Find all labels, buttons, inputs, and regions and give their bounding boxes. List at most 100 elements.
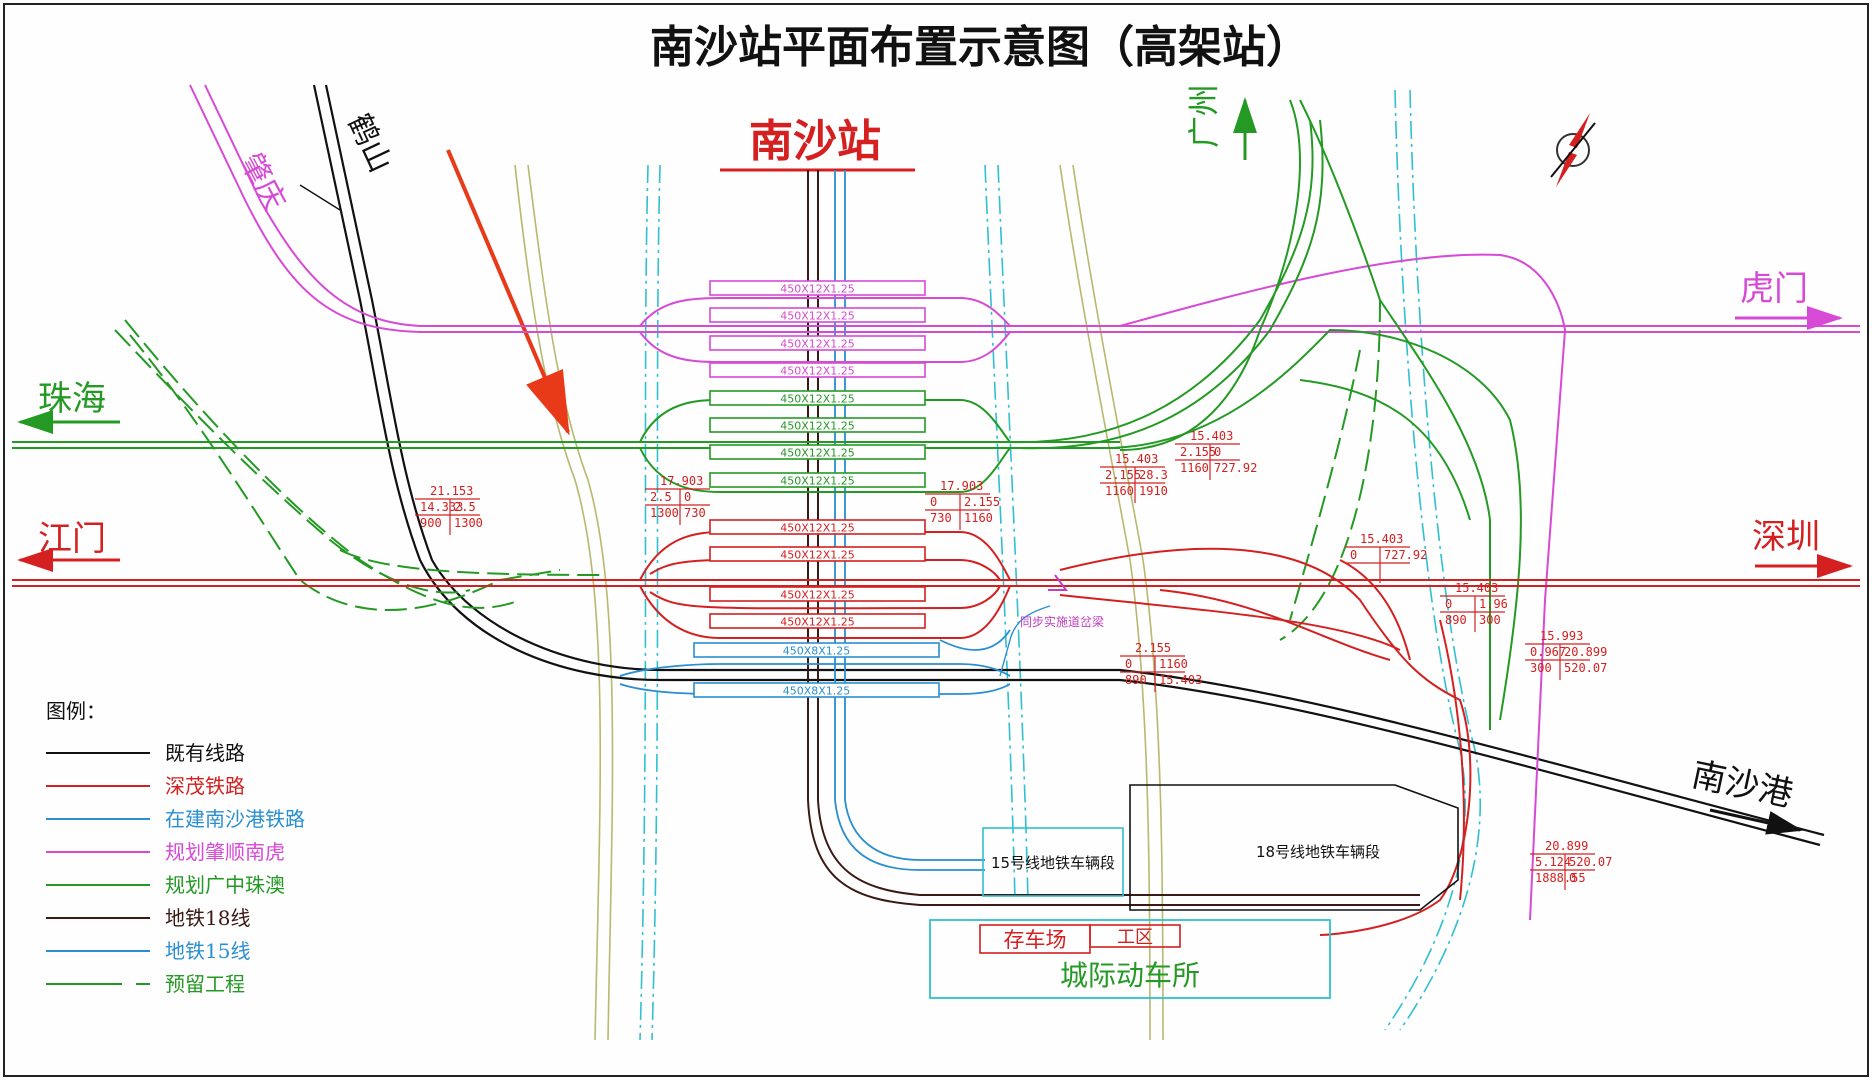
legend-item: 预留工程	[46, 972, 245, 996]
diagram-title: 南沙站平面布置示意图（高架站）	[650, 22, 1310, 73]
platform	[709, 390, 926, 406]
dimension-value: 5.124	[1535, 855, 1571, 869]
dimension-value: 730	[930, 511, 952, 525]
legend-label: 地铁18线	[165, 906, 250, 930]
green-lines	[12, 99, 1522, 730]
platform	[693, 682, 940, 698]
dimension-value: 2.155	[1135, 641, 1171, 655]
line15-depot-label: 15号线地铁车辆段	[991, 854, 1115, 872]
label-nanshagang: 南沙港	[1688, 755, 1796, 815]
label-jiangmen: 江门	[38, 519, 106, 559]
dimension-value: 2.155	[1105, 468, 1141, 482]
dimension-value: 300	[1479, 613, 1501, 627]
legend-label: 在建南沙港铁路	[165, 807, 305, 831]
storage-yard: 存车场	[979, 924, 1091, 954]
label-zhaoqing: 肇庆	[233, 147, 292, 216]
platform-label: 450X12X1.25	[780, 549, 855, 562]
platform	[709, 307, 926, 323]
dimension-value: 520.07	[1569, 855, 1612, 869]
dimension-value: 0	[1125, 657, 1132, 671]
label-guangzhou: 广州	[1185, 84, 1223, 148]
legend-items: 既有线路深茂铁路在建南沙港铁路规划肇顺南虎规划广中珠澳地铁18线地铁15线预留工…	[46, 741, 305, 996]
dimension-value: 2.155	[1180, 445, 1216, 459]
platform-label: 450X12X1.25	[780, 310, 855, 323]
platform-label: 450X8X1.25	[783, 685, 851, 698]
dimension-value: 20.899	[1564, 645, 1607, 659]
legend-label: 规划广中珠澳	[165, 873, 285, 897]
dimension-value: 0	[1214, 445, 1221, 459]
frame	[3, 3, 1869, 1077]
platform-label: 450X12X1.25	[780, 338, 855, 351]
emu-depot: 城际动车所	[929, 919, 1331, 999]
metro-line-15	[834, 170, 1011, 871]
line18-depot-label: 18号线地铁车辆段	[1256, 843, 1380, 861]
dimension-value: 15.993	[1540, 629, 1583, 643]
legend-item: 地铁18线	[46, 906, 250, 930]
platform-label: 450X12X1.25	[780, 616, 855, 629]
dimension-value: 0.967	[1530, 645, 1566, 659]
dimension-value: 21.153	[430, 484, 473, 498]
dimension-value: 890	[1445, 613, 1467, 627]
dimension-value: 15.403	[1115, 452, 1158, 466]
platform-label: 450X12X1.25	[780, 475, 855, 488]
legend-label: 规划肇顺南虎	[165, 840, 285, 864]
platform	[709, 417, 926, 433]
red-platforms: 450X12X1.25450X12X1.25450X12X1.25450X12X…	[709, 519, 926, 629]
platform-label: 450X12X1.25	[780, 365, 855, 378]
dimension-value: 1300	[650, 506, 679, 520]
platform	[709, 546, 926, 562]
existing-line	[299, 84, 1825, 847]
platform-label: 450X8X1.25	[783, 645, 851, 658]
dimension-value: 1.96	[1479, 597, 1508, 611]
dimension-value: 1300	[454, 516, 483, 530]
emu-depot-label: 城际动车所	[1060, 959, 1200, 992]
platform	[709, 280, 926, 296]
pointer-arrow	[446, 149, 570, 436]
dimension-value: 730	[684, 506, 706, 520]
workshop-area: 工区	[1089, 924, 1181, 948]
blue-platforms: 450X8X1.25 450X8X1.25	[693, 642, 940, 698]
dimension-value: 727.92	[1214, 461, 1257, 475]
dimension-value: 2.5	[650, 490, 672, 504]
dimension-value: 0	[930, 495, 937, 509]
line15-depot: 15号线地铁车辆段	[982, 827, 1124, 897]
north-compass-icon	[1550, 113, 1596, 187]
platform-label: 450X12X1.25	[780, 420, 855, 433]
platform-label: 450X12X1.25	[780, 393, 855, 406]
dimension-value: 28.3	[1139, 468, 1168, 482]
label-zhuhai: 珠海	[38, 379, 106, 419]
line18-depot: 18号线地铁车辆段	[1129, 784, 1459, 911]
reserved-dashed-lines	[114, 299, 1381, 641]
dimension-value: 0	[684, 490, 691, 504]
dimension-value: 0	[1445, 597, 1452, 611]
legend-item: 规划肇顺南虎	[46, 840, 285, 864]
platform-label: 450X12X1.25	[780, 447, 855, 460]
platform	[709, 613, 926, 629]
platform	[709, 519, 926, 535]
dimension-value: 2.155	[964, 495, 1000, 509]
platform	[709, 586, 926, 602]
legend-label: 既有线路	[165, 741, 245, 765]
dimension-value: 17.903	[660, 474, 703, 488]
dimension-value: 520.07	[1564, 661, 1607, 675]
dimension-value: 727.92	[1384, 548, 1427, 562]
platform	[693, 642, 940, 658]
dimension-value: 20.899	[1545, 839, 1588, 853]
legend-label: 预留工程	[165, 972, 245, 996]
guide-lines	[514, 89, 1482, 1041]
arrow-nanshagang	[1709, 808, 1803, 835]
legend-label: 地铁15线	[165, 939, 250, 963]
dimension-value: 1160	[964, 511, 993, 525]
dimension-value: 1888.55	[1535, 871, 1586, 885]
dimension-value: 1910	[1139, 484, 1168, 498]
station-name: 南沙站	[749, 116, 881, 167]
platform-label: 450X12X1.25	[780, 589, 855, 602]
